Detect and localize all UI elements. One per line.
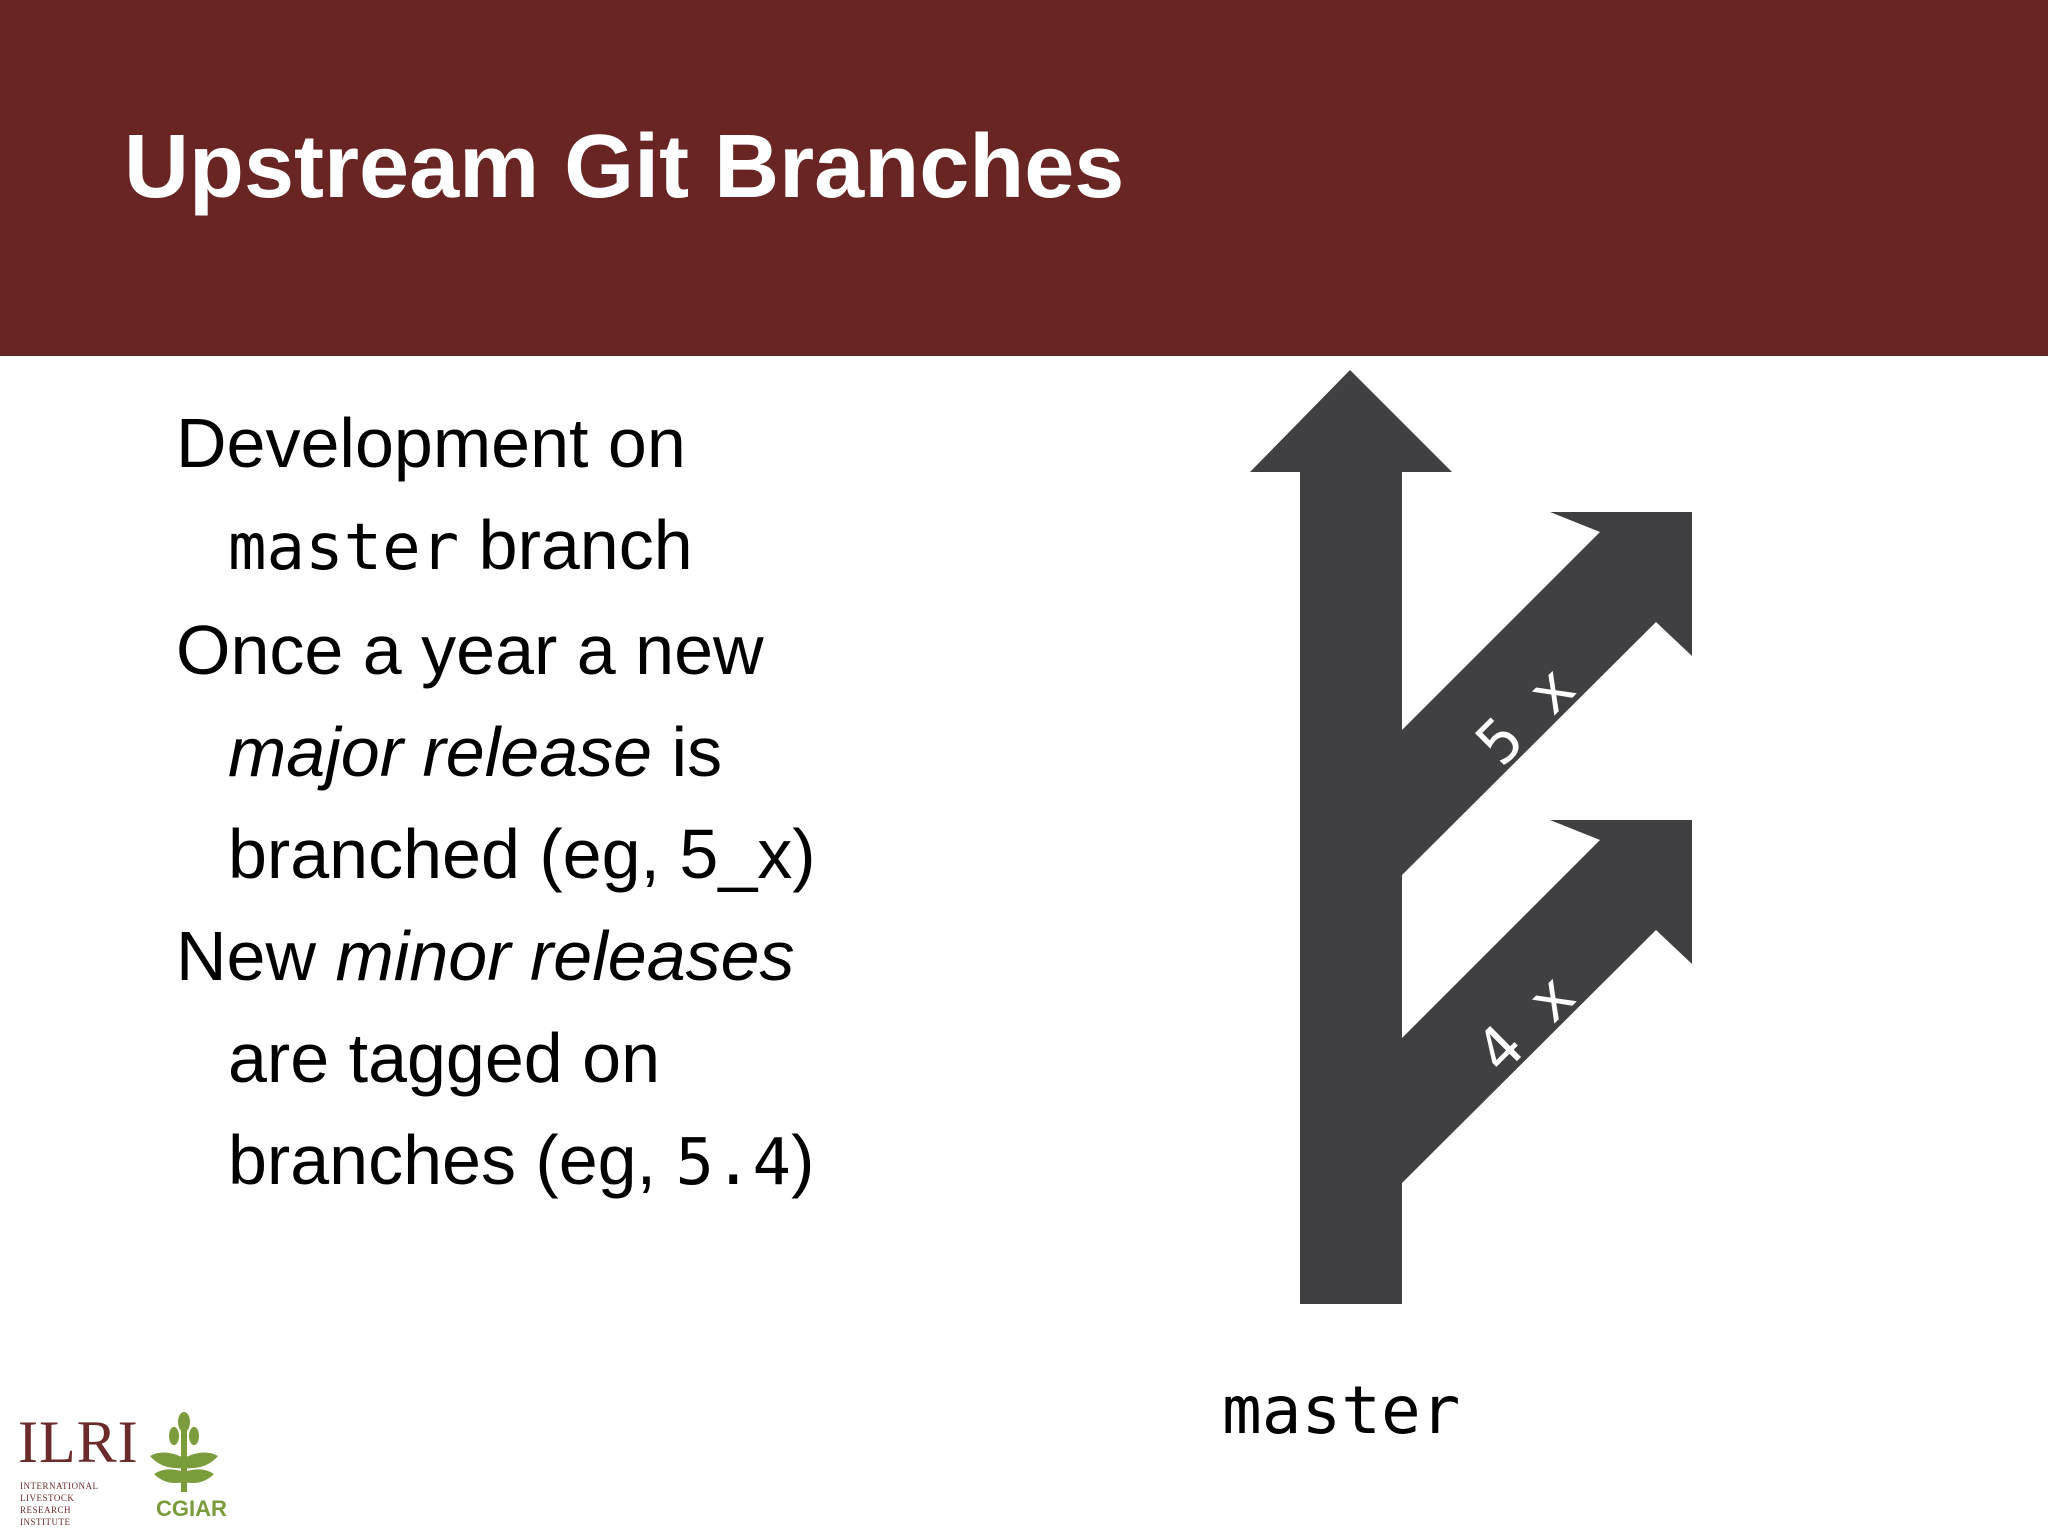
footer-logos: ILRI INTERNATIONAL LIVESTOCK RESEARCH IN… [18, 1400, 258, 1530]
master-arrow [1250, 370, 1452, 1304]
bullet-line: Once a year a new [176, 599, 936, 701]
bullet-text: Once a year a new [176, 611, 764, 689]
bullet-text: New [176, 917, 336, 995]
bullet-line: branches (eg, 5.4) [176, 1109, 936, 1214]
branch-diagram: 5_x 4_x [1250, 370, 1692, 1304]
code-text: master [228, 511, 460, 585]
branch-arrow-5x [1402, 512, 1692, 875]
cgiar-logo: CGIAR [156, 1496, 227, 1521]
code-text: 5.4 [675, 1126, 792, 1200]
master-label: master [1222, 1372, 1461, 1449]
bullet-text: are tagged on [228, 1019, 661, 1097]
bullet-line: Development on [176, 392, 936, 494]
bullet-text: ) [791, 1121, 815, 1199]
ilri-subtitle: INTERNATIONAL LIVESTOCK RESEARCH INSTITU… [20, 1481, 99, 1527]
bullet-text: branch [459, 506, 693, 584]
bullet-text: is [652, 713, 723, 791]
bullet-line: master branch [176, 494, 936, 599]
branch-arrow-4x [1402, 820, 1692, 1183]
bullet-line: are tagged on [176, 1007, 936, 1109]
bullet-item: New minor releases are tagged on branche… [176, 905, 936, 1214]
bullet-list: Development on master branch Once a year… [176, 392, 936, 1214]
bullet-text: Development on [176, 404, 686, 482]
bullet-line: branched (eg, 5_x) [176, 803, 936, 905]
bullet-text: branched (eg, 5_x) [228, 815, 816, 893]
wheat-icon [150, 1412, 218, 1492]
emphasis-text: minor releases [335, 917, 795, 995]
bullet-line: major release is [176, 701, 936, 803]
emphasis-text: major release [228, 713, 653, 791]
ilri-logo: ILRI [18, 1409, 139, 1475]
title-bar [0, 0, 2048, 356]
bullet-item: Once a year a new major release is branc… [176, 599, 936, 905]
bullet-line: New minor releases [176, 905, 936, 1007]
slide-title: Upstream Git Branches [124, 117, 1125, 217]
bullet-text: branches (eg, [228, 1121, 676, 1199]
bullet-item: Development on master branch [176, 392, 936, 599]
